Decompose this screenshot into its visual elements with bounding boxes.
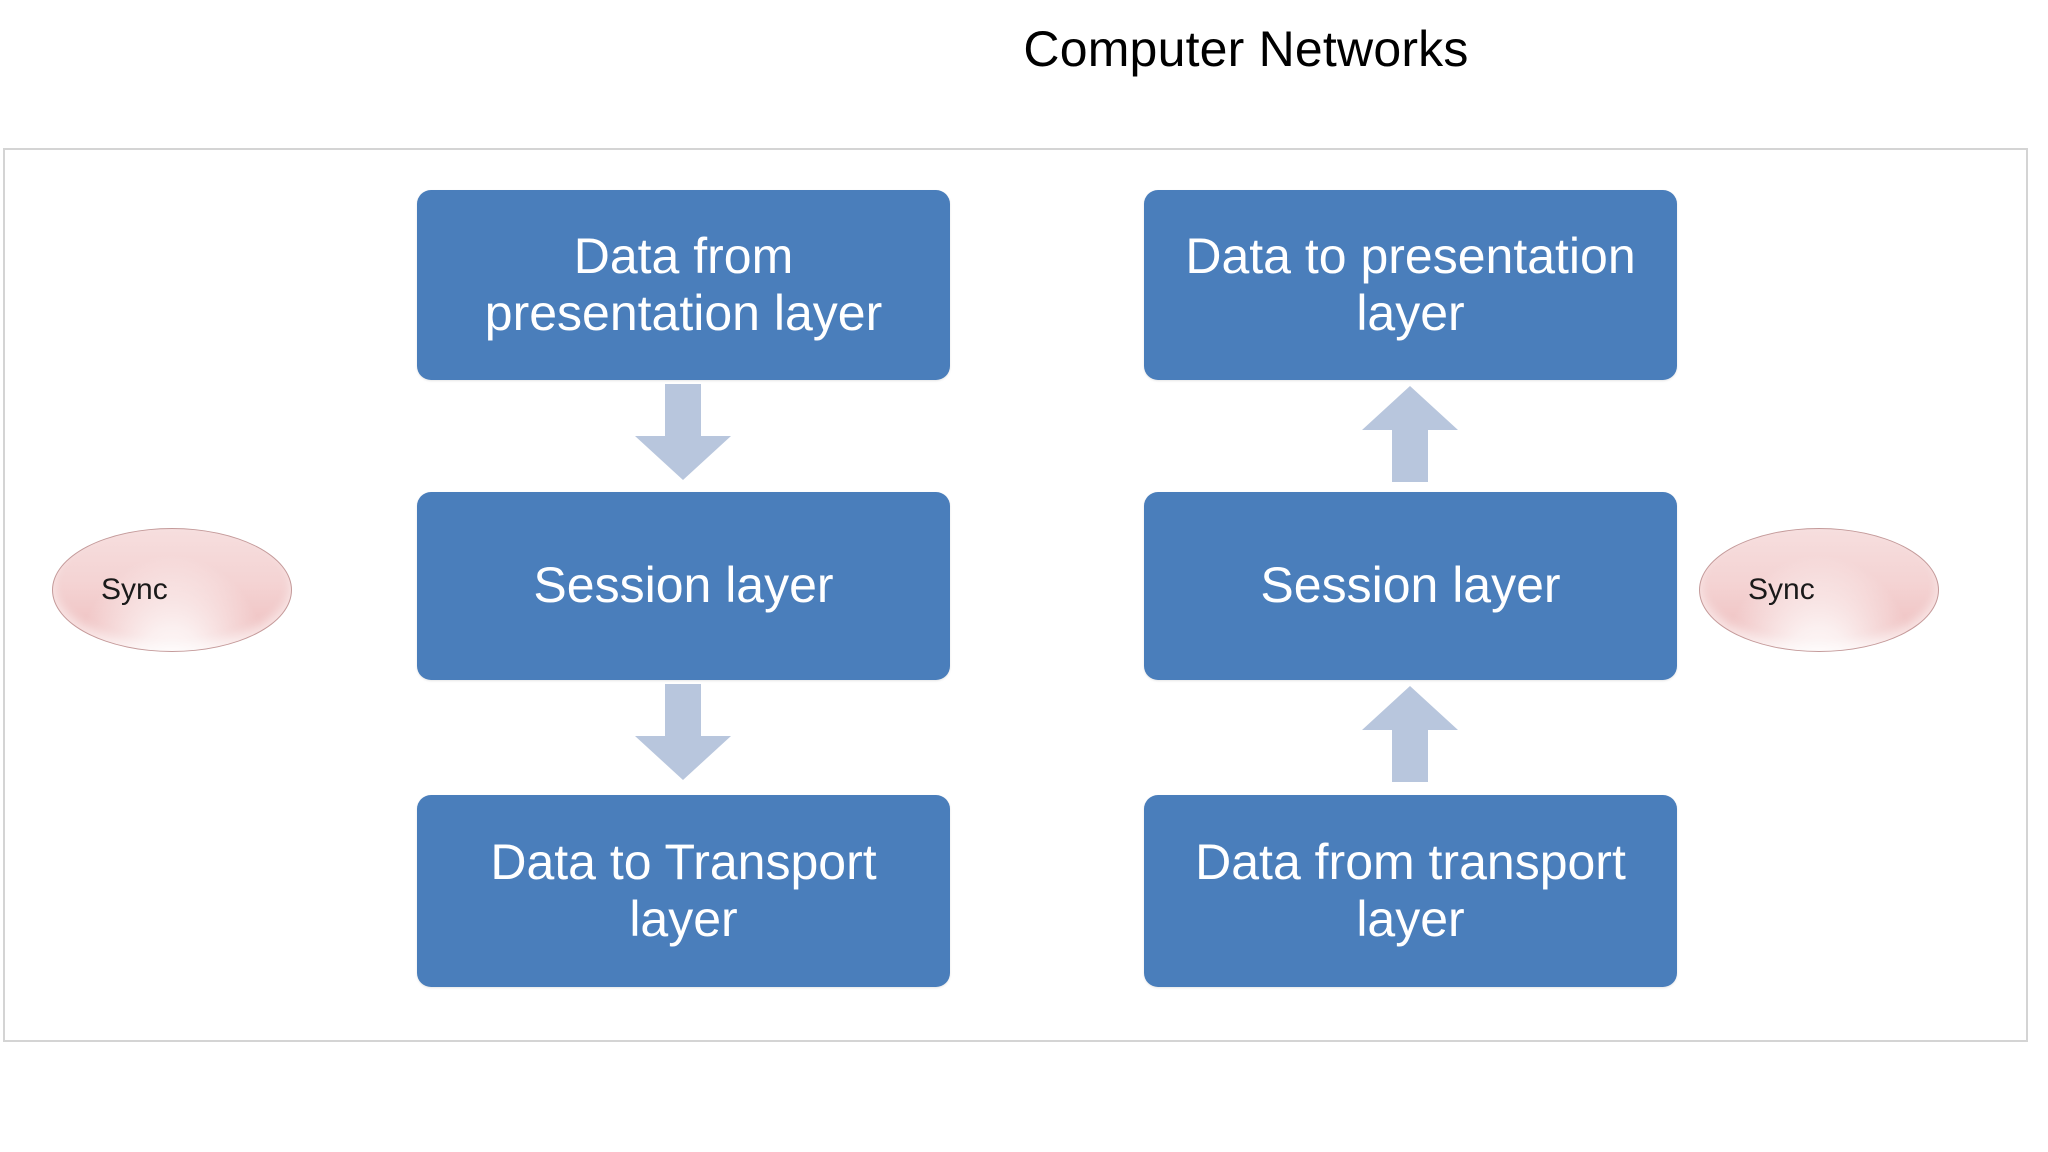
- right-box-data-to-presentation-layer: Data to presentation layer: [1144, 190, 1677, 380]
- left-box-middle-label: Session layer: [533, 557, 834, 614]
- sync-ellipse-right: Sync: [1699, 528, 1939, 652]
- left-box-session-layer: Session layer: [417, 492, 950, 680]
- arrow-down-icon-left-1: [631, 384, 735, 482]
- left-box-bottom-label: Data to Transport layer: [490, 833, 877, 948]
- sync-label-right: Sync: [1748, 573, 1815, 606]
- left-box-data-from-presentation-layer: Data from presentation layer: [417, 190, 950, 380]
- arrow-down-icon-left-2: [631, 684, 735, 782]
- left-box-data-to-transport-layer: Data to Transport layer: [417, 795, 950, 987]
- right-box-bottom-label: Data from transport layer: [1195, 833, 1626, 948]
- page-title: Computer Networks: [1023, 21, 1469, 77]
- right-box-middle-label: Session layer: [1260, 557, 1561, 614]
- right-box-data-from-transport-layer: Data from transport layer: [1144, 795, 1677, 987]
- diagram-panel: Data from presentation layer Session lay…: [3, 148, 2028, 1042]
- right-box-session-layer: Session layer: [1144, 492, 1677, 680]
- left-box-top-label: Data from presentation layer: [484, 227, 883, 342]
- sync-ellipse-left: Sync: [52, 528, 292, 652]
- sync-label-left: Sync: [101, 573, 168, 606]
- arrow-up-icon-right-2: [1358, 684, 1462, 782]
- right-box-top-label: Data to presentation layer: [1185, 227, 1636, 342]
- arrow-up-icon-right-1: [1358, 384, 1462, 482]
